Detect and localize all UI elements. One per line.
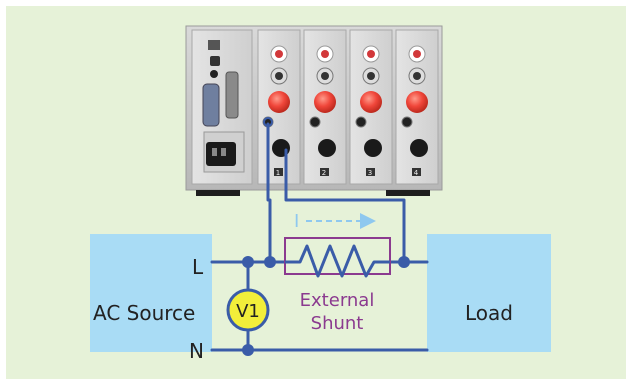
load-box (427, 234, 551, 352)
sense-lead-left (266, 122, 272, 264)
current-label: I (294, 211, 299, 232)
load-label: Load (465, 301, 513, 325)
ac-source-box (90, 234, 212, 352)
terminal-line-label: L (192, 255, 204, 279)
external-shunt (284, 237, 391, 278)
junction-dot (242, 344, 254, 356)
channel-number-3: 3 (368, 169, 372, 177)
shunt-outline (284, 237, 391, 275)
junction-dot (264, 256, 276, 268)
power-meter-rear-panel: 1 2 3 4 (185, 25, 443, 196)
terminal-neutral-label: N (189, 339, 204, 363)
channel-number-4: 4 (414, 169, 419, 177)
ac-source-label: AC Source (93, 301, 195, 325)
resistor-icon (285, 244, 390, 278)
input-module-4 (395, 29, 439, 185)
serial-connector-icon (225, 71, 239, 119)
channel-number-1: 1 (276, 169, 280, 177)
shunt-label-line1: External (300, 290, 375, 311)
shunt-label-line2: Shunt (311, 313, 364, 334)
junction-dot (398, 256, 410, 268)
voltmeter-icon (226, 288, 270, 332)
probe-connection (263, 117, 273, 127)
voltmeter-label: V1 (236, 301, 260, 322)
sense-lead-right (284, 148, 406, 264)
input-module-2 (303, 29, 347, 185)
gpib-connector-icon (202, 83, 220, 127)
junction-dot (242, 256, 254, 268)
usb-port-icon (208, 40, 220, 50)
input-module-3 (349, 29, 393, 185)
channel-number-2: 2 (322, 169, 326, 177)
input-module-1 (257, 29, 301, 185)
junction-dots (242, 256, 410, 356)
